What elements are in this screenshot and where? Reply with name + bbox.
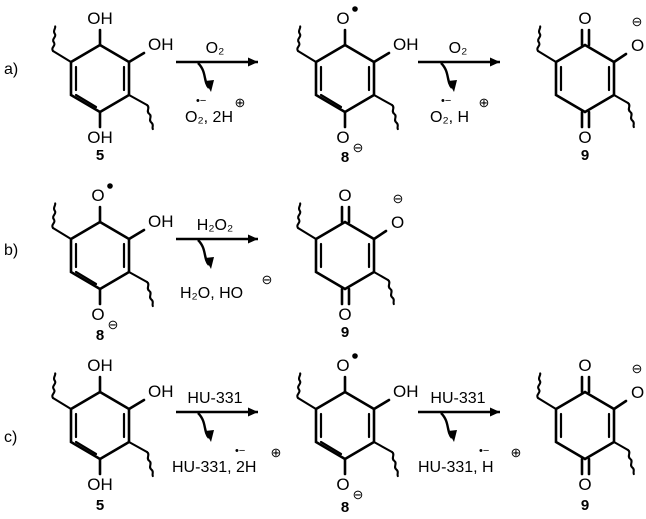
radical-anion-a2: •−: [441, 95, 451, 107]
reaction-arrow-a1: O₂ O₂, 2H •− ⊕: [176, 40, 258, 126]
label-oh-right-5c: OH: [148, 382, 174, 401]
label-o-bottom-9c: O: [578, 475, 591, 494]
minus-charge-b1: ⊖: [262, 272, 273, 287]
reagent-above-a1: O₂: [206, 40, 225, 57]
reagent-above-a2: O₂: [449, 40, 468, 57]
compound-8-row-a: O OH O ⊖ 8: [297, 6, 419, 166]
minus-charge-8a: ⊖: [353, 140, 364, 155]
compound-8-row-c: O OH O ⊖ 8: [297, 353, 419, 516]
row-label-c: c): [4, 429, 18, 446]
minus-charge-8b: ⊖: [108, 317, 119, 332]
row-label-a: a): [4, 61, 19, 78]
row-c: OH OH OH 5 HU-331 HU-331, 2H •− ⊕: [52, 353, 644, 516]
compound-number-5c: 5: [96, 497, 104, 514]
label-oh-right-8c: OH: [393, 382, 419, 401]
compound-5-row-c: OH OH OH 5: [52, 356, 174, 514]
reagent-below-c2: HU-331, H: [418, 459, 494, 476]
reaction-arrow-b1: H₂O₂ H₂O, HO ⊖: [176, 217, 272, 302]
label-o-top-9c: O: [578, 356, 591, 375]
row-b: O OH O ⊖ 8 H₂O₂ H₂O, HO ⊖: [52, 183, 404, 344]
label-o-top-8a: O: [336, 9, 349, 28]
plus-charge-a2: ⊕: [479, 95, 490, 110]
minus-charge-9c: ⊖: [632, 361, 643, 376]
reagent-above-c2: HU-331: [430, 390, 485, 407]
reagent-below-a1: O₂, 2H: [185, 109, 233, 126]
label-o-bottom-9a: O: [578, 128, 591, 147]
plus-charge-c1: ⊕: [271, 445, 282, 460]
label-oh-top-5c: OH: [87, 356, 113, 375]
label-o-right-9a: O: [631, 36, 644, 55]
label-o-top-8b: O: [91, 186, 104, 205]
compound-9-row-a: O O O ⊖ 9: [537, 9, 644, 164]
label-o-bottom-9b: O: [338, 305, 351, 324]
radical-anion-a1: •−: [196, 95, 206, 107]
reagent-below-c1: HU-331, 2H: [172, 459, 256, 476]
reaction-arrow-c2: HU-331 HU-331, H •− ⊕: [418, 390, 521, 476]
compound-number-8c: 8: [341, 499, 349, 516]
label-oh-bottom-5c: OH: [87, 475, 113, 494]
label-o-bottom-8a: O: [336, 128, 349, 147]
label-o-top-9b: O: [338, 186, 351, 205]
compound-number-8b: 8: [96, 327, 104, 344]
label-o-top-8c: O: [336, 356, 349, 375]
radical-dot-8b: [107, 183, 113, 189]
row-a: OH OH OH 5 O₂ O₂, 2H •− ⊕: [52, 6, 644, 166]
compound-9-row-b: O O O ⊖ 9: [297, 186, 404, 341]
minus-charge-8c: ⊖: [353, 487, 364, 502]
minus-charge-9a: ⊖: [632, 14, 643, 29]
label-oh-bottom-5a: OH: [87, 128, 113, 147]
radical-dot-8c: [352, 353, 358, 359]
compound-number-8a: 8: [341, 149, 349, 166]
compound-number-9b: 9: [341, 324, 349, 341]
compound-5-row-a: OH OH OH 5: [52, 9, 174, 164]
reaction-arrow-a2: O₂ O₂, H •− ⊕: [418, 40, 500, 126]
reaction-arrow-c1: HU-331 HU-331, 2H •− ⊕: [172, 390, 281, 476]
compound-number-9a: 9: [581, 147, 589, 164]
label-o-bottom-8c: O: [336, 475, 349, 494]
reagent-below-b1: H₂O, HO: [180, 285, 243, 302]
radical-anion-c1: •−: [235, 445, 245, 457]
compound-number-5a: 5: [96, 147, 104, 164]
plus-charge-c2: ⊕: [511, 445, 522, 460]
label-oh-right-5a: OH: [148, 35, 174, 54]
reagent-above-c1: HU-331: [187, 390, 242, 407]
label-oh-top-5a: OH: [87, 9, 113, 28]
plus-charge-a1: ⊕: [235, 95, 246, 110]
reagent-above-b1: H₂O₂: [197, 217, 233, 234]
minus-charge-9b: ⊖: [393, 191, 404, 206]
reagent-below-a2: O₂, H: [430, 109, 469, 126]
label-o-top-9a: O: [578, 9, 591, 28]
row-label-b: b): [4, 242, 19, 259]
label-oh-right-8a: OH: [393, 35, 419, 54]
compound-8-row-b: O OH O ⊖ 8: [52, 183, 174, 344]
compound-9-row-c: O O O ⊖ 9: [537, 356, 644, 514]
label-o-right-9b: O: [391, 213, 404, 232]
label-o-bottom-8b: O: [91, 305, 104, 324]
radical-anion-c2: •−: [479, 445, 489, 457]
radical-dot-8a: [352, 6, 358, 12]
label-o-right-9c: O: [631, 383, 644, 402]
compound-number-9c: 9: [581, 497, 589, 514]
label-oh-right-8b: OH: [148, 212, 174, 231]
